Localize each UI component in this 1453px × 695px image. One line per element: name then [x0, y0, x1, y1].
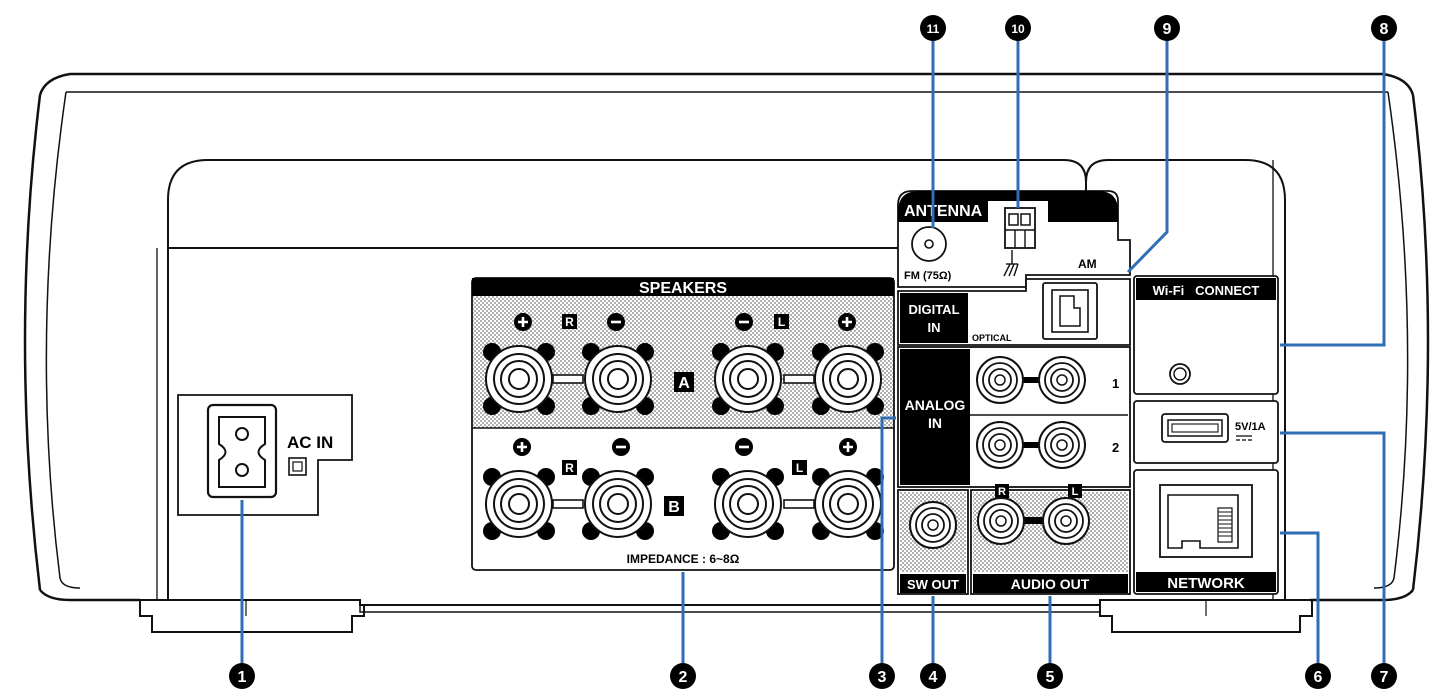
- channel-r-label: R: [565, 315, 574, 329]
- minus-icon: [612, 438, 630, 456]
- sw-out-label: SW OUT: [907, 577, 959, 592]
- channel-r-label: R: [565, 461, 574, 475]
- am-label: AM: [1078, 257, 1097, 271]
- ground-icon: [1003, 250, 1019, 277]
- plus-icon: [513, 438, 531, 456]
- rca-jack[interactable]: [1038, 421, 1086, 469]
- rca-jack[interactable]: [977, 497, 1025, 545]
- svg-text:6: 6: [1314, 669, 1323, 686]
- optical-label: OPTICAL: [972, 333, 1012, 343]
- speakers-heading: SPEAKERS: [639, 280, 727, 297]
- speaker-terminal[interactable]: [483, 468, 555, 540]
- callout-badge: 2: [670, 663, 696, 689]
- audio-out-r-label: R: [998, 486, 1006, 498]
- channel-r-badge: [562, 314, 577, 329]
- channel-l-label: L: [796, 461, 803, 475]
- speaker-terminal[interactable]: [812, 468, 884, 540]
- speaker-terminal[interactable]: [712, 468, 784, 540]
- usb-port[interactable]: [1161, 413, 1229, 443]
- digital-in-label-2: IN: [928, 320, 941, 335]
- svg-text:7: 7: [1380, 669, 1389, 686]
- channel-l-badge: [792, 460, 807, 475]
- analog-in-2-label: 2: [1112, 440, 1119, 455]
- speaker-terminal[interactable]: [582, 343, 654, 415]
- callout-badges: 1 2 3 4 5 6 7 8 9 10 11: [229, 15, 1397, 689]
- row-a-badge: [674, 372, 694, 392]
- rca-jack[interactable]: [909, 501, 957, 549]
- digital-in-panel: DIGITAL IN OPTICAL: [897, 278, 1131, 346]
- fm-label: FM (75Ω): [904, 270, 952, 282]
- audio-out-label: AUDIO OUT: [1011, 576, 1090, 592]
- wifi-connect-label: Wi-Fi CONNECT: [1153, 283, 1260, 298]
- callout-badge: 5: [1037, 663, 1063, 689]
- digital-in-label-1: DIGITAL: [908, 302, 959, 317]
- row-b-badge: [664, 496, 684, 516]
- plus-icon: [839, 438, 857, 456]
- speaker-terminal[interactable]: [483, 343, 555, 415]
- impedance-label: IMPEDANCE : 6~8Ω: [627, 552, 740, 566]
- network-panel: NETWORK: [1133, 469, 1279, 595]
- analog-in-1-label: 1: [1112, 376, 1119, 391]
- ethernet-port[interactable]: [1159, 484, 1253, 558]
- speaker-terminal[interactable]: [812, 343, 884, 415]
- rca-jack[interactable]: [976, 421, 1024, 469]
- channel-l-badge: [1068, 484, 1082, 498]
- callout-badge: 7: [1371, 663, 1397, 689]
- callout-badge: 10: [1005, 15, 1031, 41]
- ac-in-label: AC IN: [287, 433, 333, 452]
- minus-icon: [735, 438, 753, 456]
- minus-icon: [735, 313, 753, 331]
- callout-badge: 11: [920, 15, 946, 41]
- callout-badge: 9: [1154, 15, 1180, 41]
- channel-l-label: L: [778, 315, 785, 329]
- row-a-label: A: [678, 375, 690, 392]
- svg-text:2: 2: [679, 669, 688, 686]
- speaker-terminal[interactable]: [582, 468, 654, 540]
- antenna-panel: ANTENNA FM (75Ω) AM: [897, 190, 1131, 288]
- minus-icon: [607, 313, 625, 331]
- speakers-panel: SPEAKERS IMPEDANCE : 6~8Ω R L A R L B: [471, 277, 895, 571]
- svg-text:9: 9: [1163, 21, 1172, 38]
- svg-text:5: 5: [1046, 669, 1055, 686]
- channel-l-badge: [774, 314, 789, 329]
- rca-jack[interactable]: [1042, 497, 1090, 545]
- row-b-label: B: [668, 499, 680, 516]
- svg-text:3: 3: [878, 669, 887, 686]
- dc-symbol-icon: [1236, 435, 1252, 441]
- svg-text:1: 1: [238, 669, 247, 686]
- channel-r-badge: [562, 460, 577, 475]
- callout-badge: 8: [1371, 15, 1397, 41]
- rca-jack[interactable]: [976, 356, 1024, 404]
- svg-text:4: 4: [929, 669, 938, 686]
- plus-icon: [514, 313, 532, 331]
- usb-power-label: 5V/1A: [1235, 421, 1266, 433]
- speaker-terminal[interactable]: [712, 343, 784, 415]
- am-antenna-terminal[interactable]: [1004, 207, 1036, 249]
- plus-icon: [838, 313, 856, 331]
- callout-badge: 3: [869, 663, 895, 689]
- svg-text:10: 10: [1011, 22, 1025, 36]
- audio-out-l-label: L: [1072, 486, 1079, 498]
- callout-badge: 1: [229, 663, 255, 689]
- ac-in-panel: AC IN: [177, 394, 353, 516]
- antenna-heading: ANTENNA: [904, 203, 983, 220]
- channel-r-badge: [995, 484, 1009, 498]
- svg-text:8: 8: [1380, 21, 1389, 38]
- callout-badge: 4: [920, 663, 946, 689]
- network-label: NETWORK: [1167, 575, 1245, 592]
- callout-lines: [240, 30, 1386, 665]
- optical-input-port[interactable]: [1042, 282, 1098, 340]
- analog-in-label-1: ANALOG: [905, 397, 966, 413]
- analog-in-label-2: IN: [928, 415, 942, 431]
- svg-text:11: 11: [927, 22, 940, 36]
- callout-badge: 6: [1305, 663, 1331, 689]
- rca-jack[interactable]: [1038, 356, 1086, 404]
- wifi-connect-panel: Wi-Fi CONNECT: [1133, 275, 1279, 395]
- wifi-connect-button[interactable]: [1169, 363, 1191, 385]
- usb-panel: 5V/1A: [1133, 400, 1279, 464]
